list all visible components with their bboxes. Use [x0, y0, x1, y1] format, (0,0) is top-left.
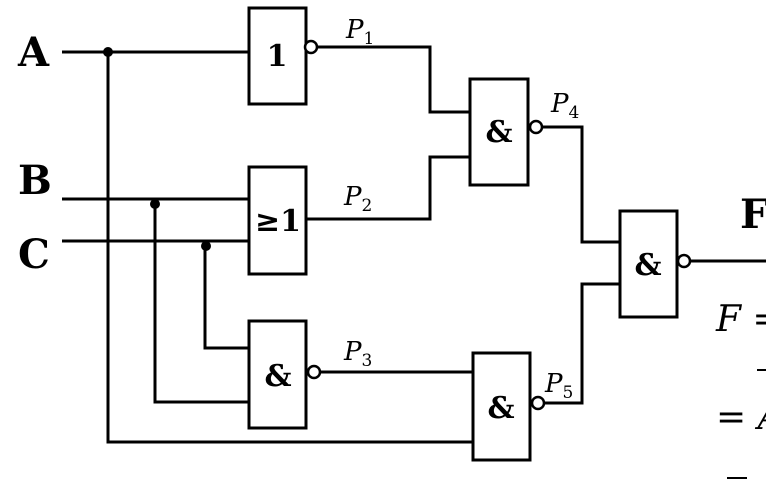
signal-label-p2: P2 [343, 182, 372, 216]
inverter-bubble [303, 39, 319, 55]
gate-and-6-symbol: & [634, 248, 661, 283]
gate-not: 1 [247, 6, 319, 106]
wire-b-branch [153, 199, 250, 404]
wire-a-branch [106, 52, 473, 444]
input-label-b: B [18, 157, 52, 204]
junction-b [150, 199, 160, 209]
junctions [103, 47, 211, 251]
equation-line-1: F = [715, 299, 766, 340]
gate-or-symbol: ≥1 [255, 204, 301, 239]
signal-label-p5: P5 [544, 369, 573, 403]
gate-and-3-symbol: & [264, 359, 291, 394]
inverter-bubble [306, 364, 322, 380]
input-label-c: C [18, 231, 50, 278]
inverter-bubble [530, 395, 546, 411]
input-label-a: A [17, 29, 50, 76]
wire-p2 [307, 155, 470, 221]
junction-c [201, 241, 211, 251]
junction-a [103, 47, 113, 57]
wires [62, 45, 766, 444]
inverter-bubble [676, 253, 692, 269]
equation-line-3: = A [716, 397, 766, 438]
signal-label-p4: P4 [550, 89, 579, 123]
gate-and-5: & [471, 351, 546, 462]
wire-p4 [543, 125, 620, 244]
gate-or: ≥1 [247, 165, 308, 276]
gate-and-4-symbol: & [485, 115, 512, 150]
wire-p5 [545, 282, 620, 405]
wire-c-branch [203, 241, 250, 350]
gate-not-symbol: 1 [267, 39, 288, 74]
signal-label-p3: P3 [343, 337, 372, 371]
signal-label-p1: P1 [345, 15, 374, 49]
gate-and-6: & [618, 209, 692, 319]
wire-p1 [317, 45, 470, 114]
inverter-bubble [528, 119, 544, 135]
output-label-f: F [740, 191, 766, 238]
gate-and-3: & [247, 319, 322, 430]
gate-and-4: & [468, 77, 544, 187]
gate-and-5-symbol: & [487, 391, 514, 426]
